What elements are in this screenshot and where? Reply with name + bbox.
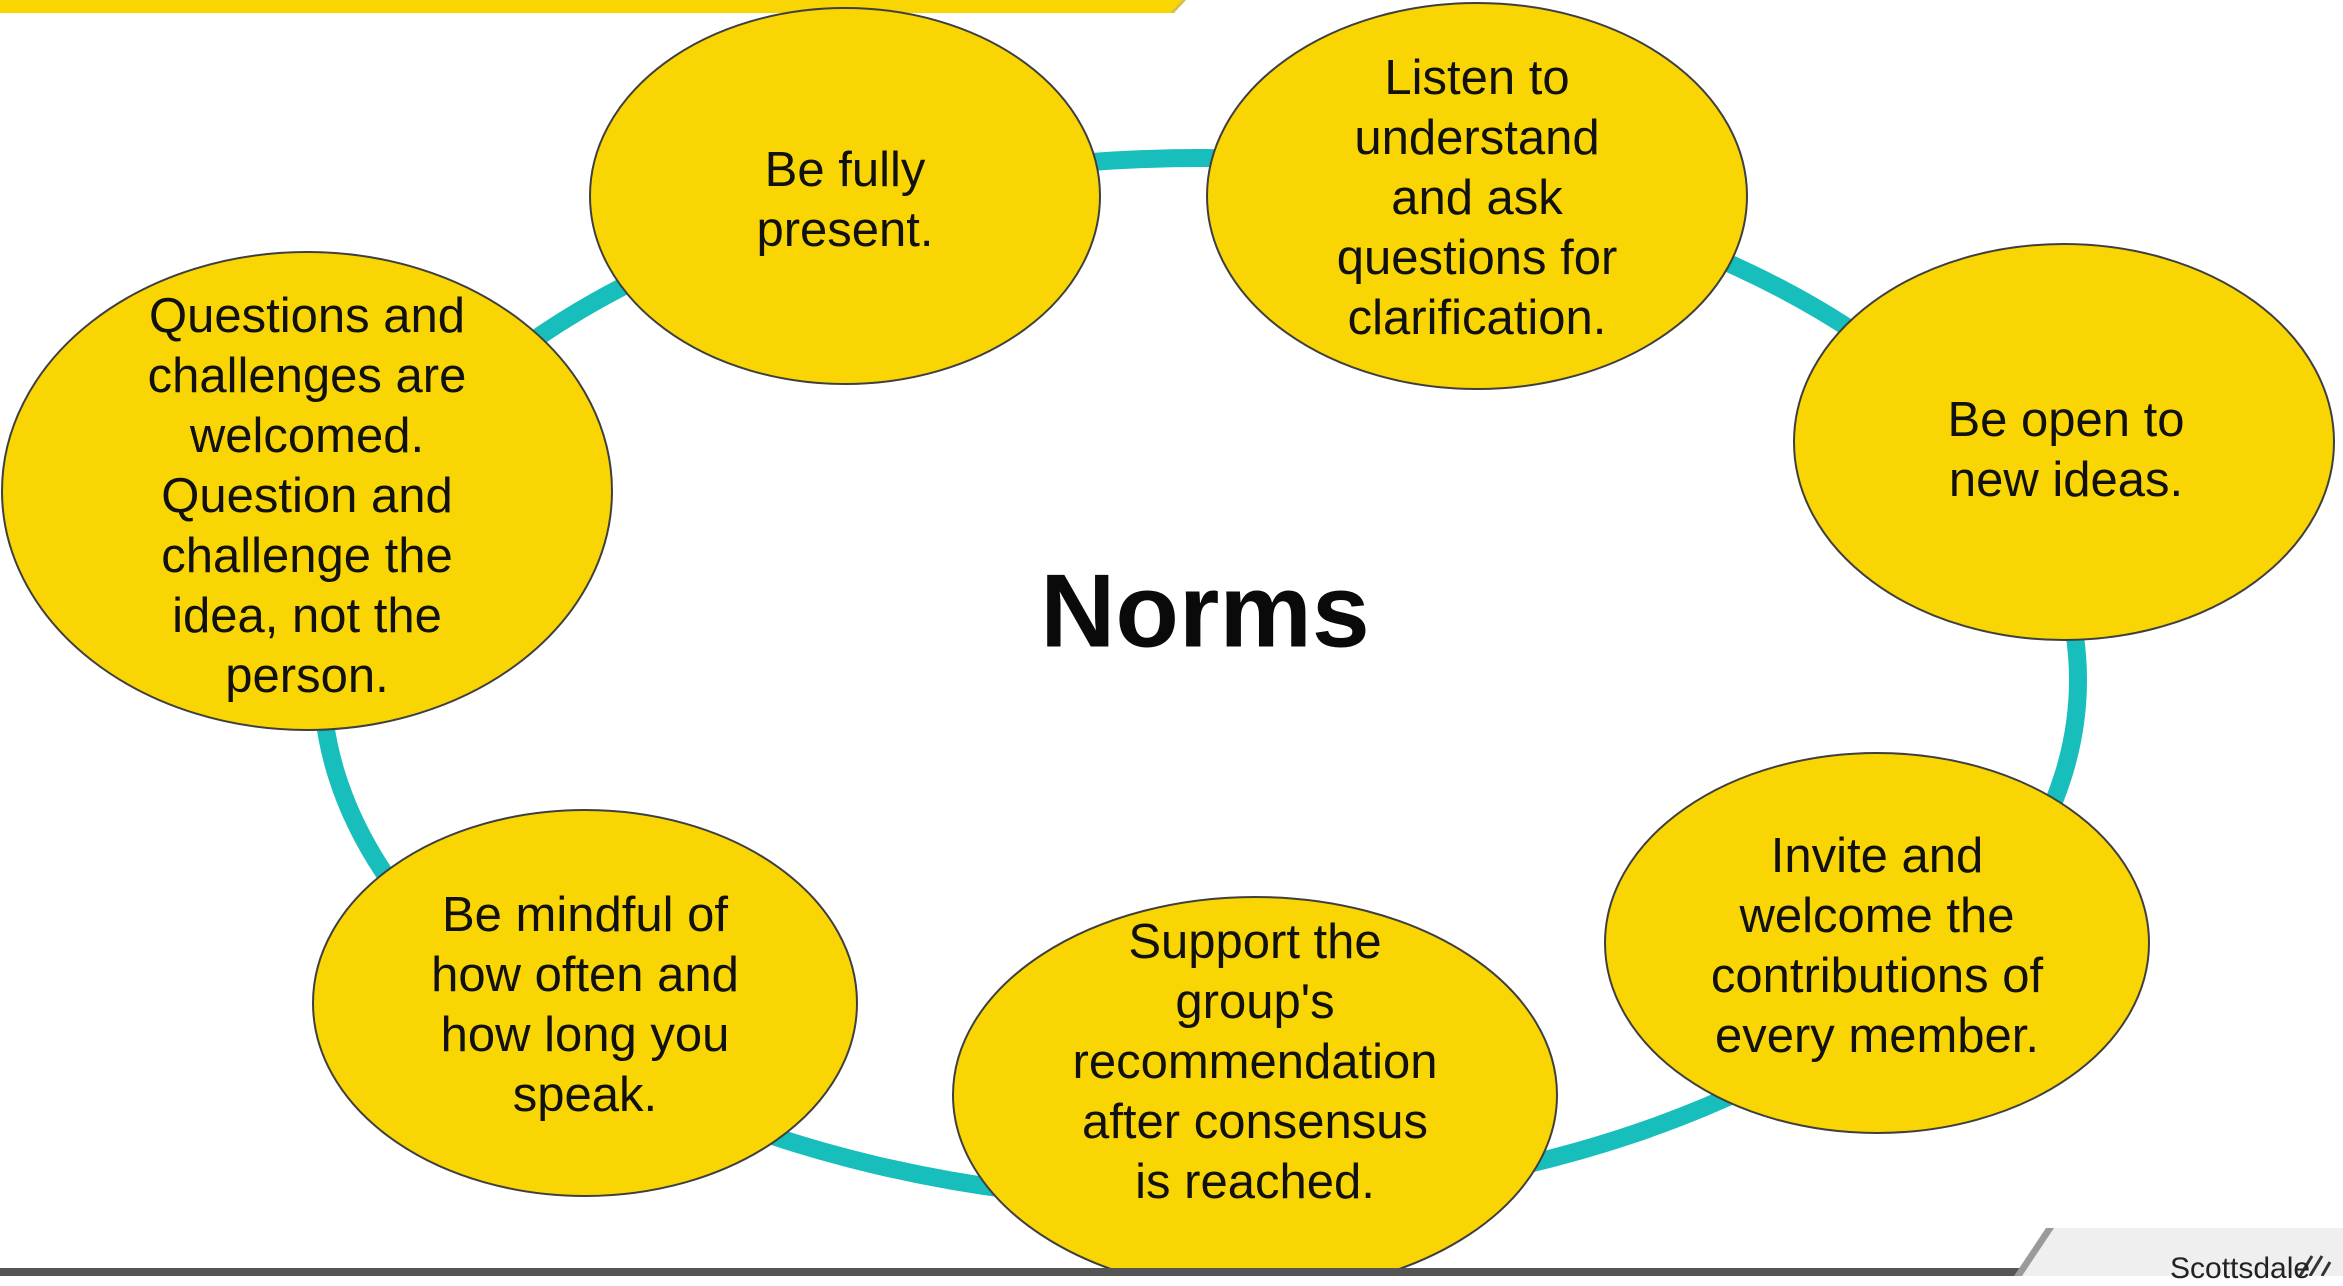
- norm-text-be-fully-present: Be fully present.: [756, 143, 934, 257]
- logo-tab-edge: [2014, 1228, 2054, 1276]
- norm-bubble-invite-and-welcome: [1604, 752, 2150, 1134]
- norm-text-be-open: Be open to new ideas.: [1947, 393, 2185, 507]
- norm-bubble-be-open: [1793, 243, 2335, 641]
- norm-bubble-questions-welcomed: [1, 251, 613, 731]
- norm-bubble-be-fully-present: [589, 7, 1101, 385]
- norm-text-questions-welcomed: Questions and challenges are welcomed. Q…: [147, 289, 467, 703]
- top-accent-bar: [0, 0, 1182, 13]
- top-accent-bar-edge: [1158, 0, 1186, 13]
- norm-bubble-be-mindful: [312, 809, 858, 1197]
- norm-text-listen-to-understand: Listen to understand and ask questions f…: [1336, 51, 1618, 345]
- norm-text-invite-and-welcome: Invite and welcome the contributions of …: [1710, 829, 2044, 1063]
- logo-tab: [2018, 1228, 2343, 1276]
- diagram-title: Norms: [1040, 553, 1370, 670]
- norm-bubble-listen-to-understand: [1206, 2, 1748, 390]
- norm-text-be-mindful: Be mindful of how often and how long you…: [431, 888, 739, 1122]
- logo-text: Scottsdale: [2170, 1252, 2311, 1285]
- bottom-bar: [0, 1268, 2343, 1276]
- norm-bubble-support-recommendation: [952, 896, 1558, 1276]
- logo-mark-icon: [2298, 1255, 2332, 1276]
- norm-text-support-recommendation: Support the group's recommendation after…: [1072, 915, 1438, 1209]
